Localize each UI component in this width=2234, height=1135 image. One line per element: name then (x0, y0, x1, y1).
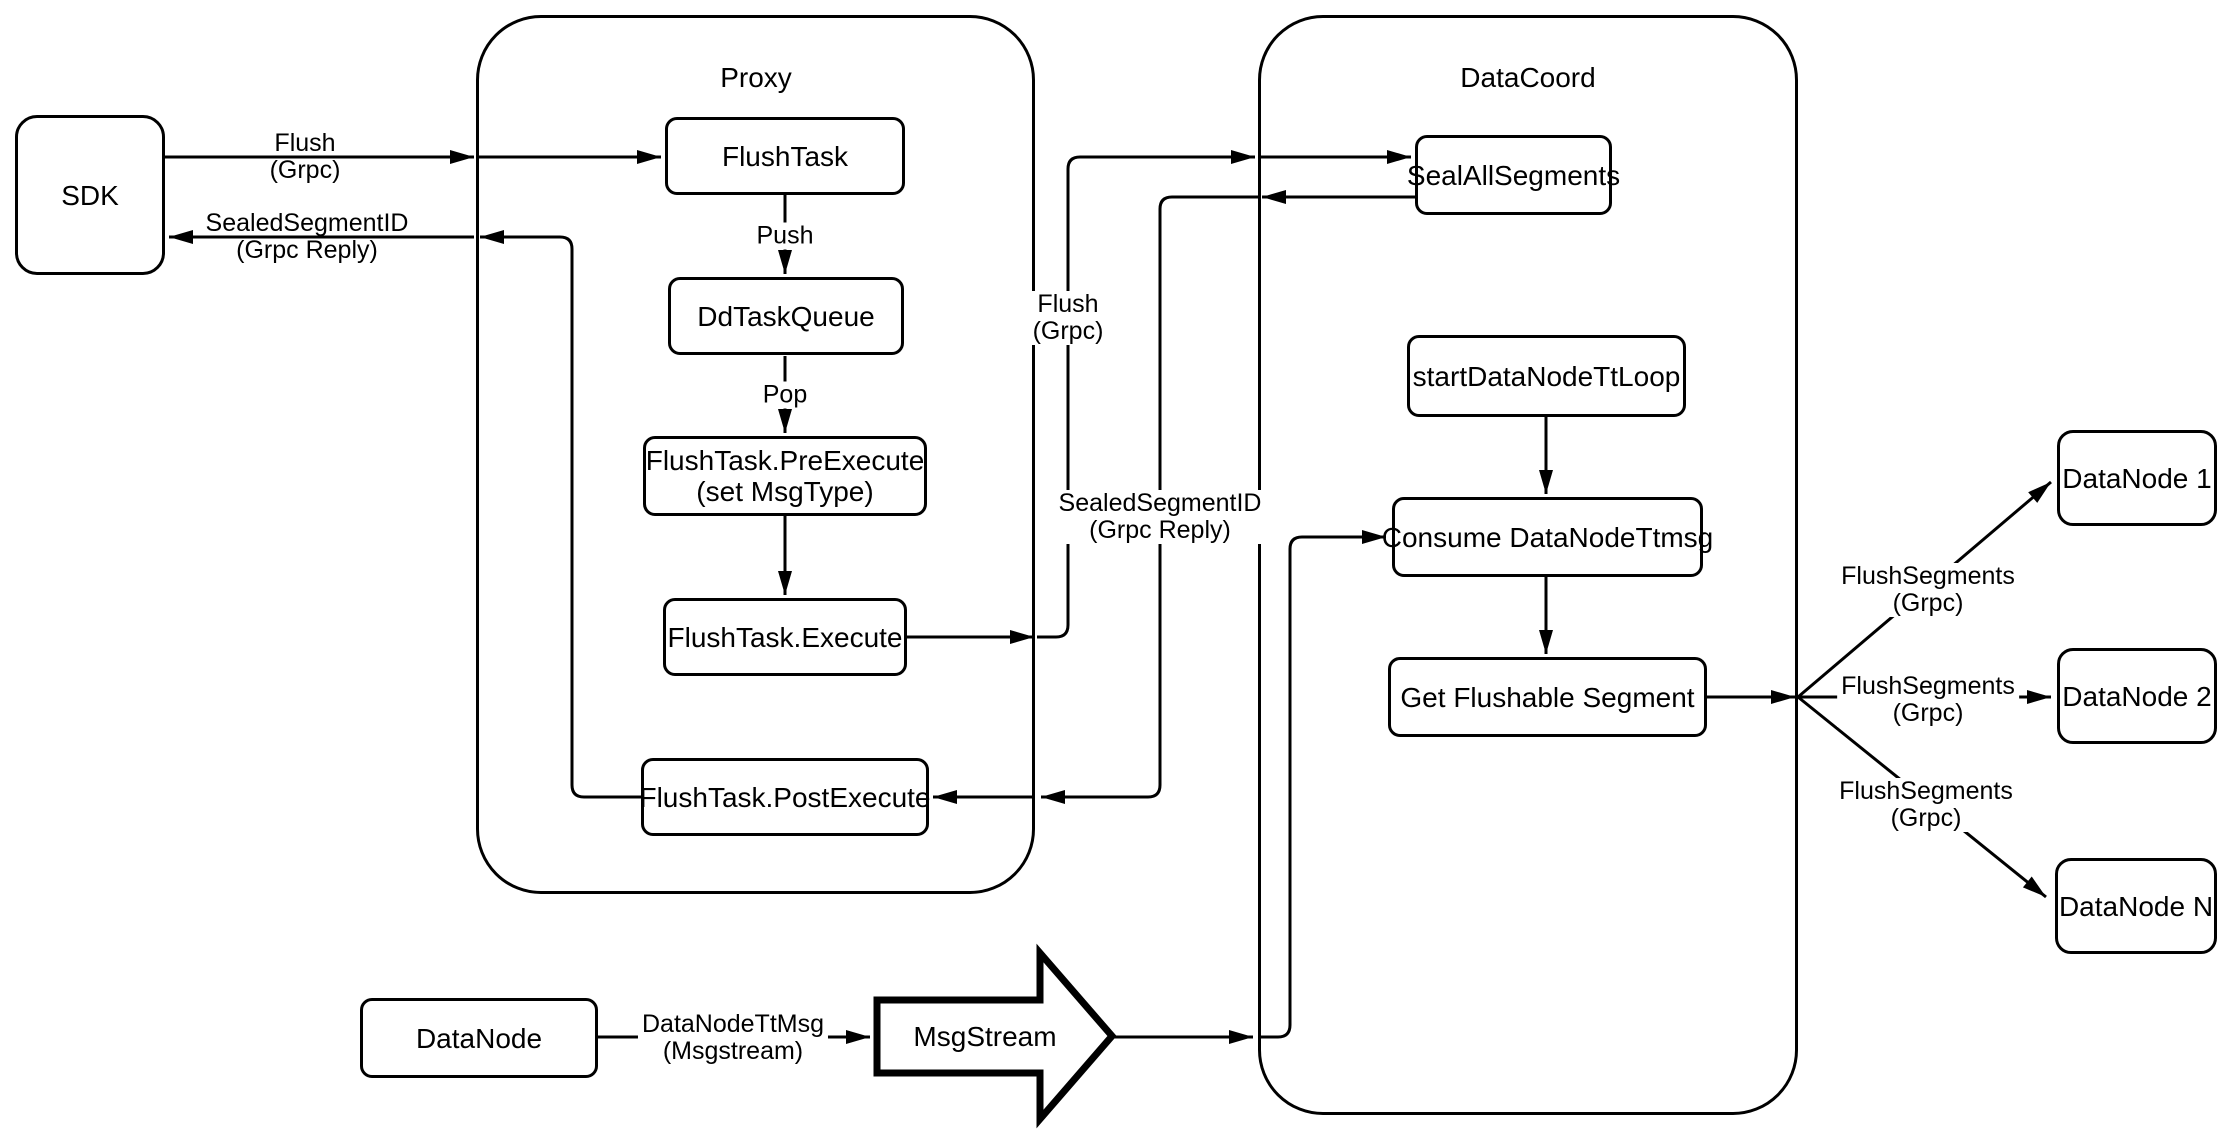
edge-label-flushsegments-2-line1: FlushSegments (1841, 672, 2015, 700)
node-sealallsegments: SealAllSegments (1407, 135, 1620, 215)
edge-msgstream-up-to-consume (1258, 530, 1386, 1039)
node-datanode2: DataNode 2 (2057, 648, 2217, 744)
node-datanode-label: DataNode (415, 1022, 543, 1054)
edge-label-sealedsegmentid-reply-line2: (Grpc Reply) (236, 236, 378, 264)
node-ddtaskqueue: DdTaskQueue (668, 277, 904, 355)
edge-label-datanodettmsg: DataNodeTtMsg (Msgstream) (637, 1010, 829, 1065)
edge-label-pop: Pop (758, 380, 812, 409)
edge-label-push: Push (752, 221, 818, 250)
node-flushtask-label: FlushTask (721, 140, 849, 172)
node-consumedatanodettmsg: Consume DataNodeTtmsg (1382, 497, 1713, 577)
node-datanode2-label: DataNode 2 (2062, 680, 2212, 712)
node-flushtask: FlushTask (665, 117, 905, 195)
edge-label-pop-text: Pop (762, 380, 808, 409)
edge-flush-up-to-datacoord (1037, 150, 1255, 639)
edge-label-flush-grpc-vertical-line2: (Grpc) (1032, 317, 1104, 345)
node-preexecute-line1: FlushTask.PreExecute (645, 445, 925, 476)
node-startdatanodettloop-label: startDataNodeTtLoop (1412, 360, 1681, 392)
edge-label-flush-grpc-vertical-line1: Flush (1037, 290, 1099, 318)
edge-label-flush-grpc: Flush (Grpc) (270, 130, 341, 184)
edge-label-flush-grpc-line1: Flush (274, 129, 336, 157)
node-datanode: DataNode (360, 998, 598, 1078)
node-consumedatanodettmsg-label: Consume DataNodeTtmsg (1381, 521, 1714, 553)
edge-label-datanodettmsg-line1: DataNodeTtMsg (641, 1010, 825, 1038)
node-getflushablesegment-label: Get Flushable Segment (1400, 681, 1695, 713)
node-getflushablesegment: Get Flushable Segment (1388, 657, 1707, 737)
edge-label-sealed-reply-vertical-line1: SealedSegmentID (1058, 489, 1262, 517)
edge-label-sealed-reply-vertical: SealedSegmentID (Grpc Reply) (1054, 489, 1266, 544)
node-startdatanodettloop: startDataNodeTtLoop (1407, 335, 1686, 417)
edge-label-flushsegments-2-line2: (Grpc) (1892, 699, 1964, 727)
node-datanoden-label: DataNode N (2058, 890, 2214, 922)
node-preexecute: FlushTask.PreExecute (set MsgType) (643, 436, 927, 516)
msgstream-block-arrow (873, 943, 1117, 1129)
edge-postexecute-to-proxy-border (480, 230, 641, 799)
node-datanode1-label: DataNode 1 (2062, 462, 2212, 494)
msgstream-label: MsgStream (913, 1021, 1057, 1052)
node-datanode1: DataNode 1 (2057, 430, 2217, 526)
edge-label-flushsegments-3: FlushSegments (Grpc) (1835, 778, 2017, 832)
edge-label-flushsegments-2: FlushSegments (Grpc) (1837, 673, 2019, 727)
node-execute-label: FlushTask.Execute (667, 621, 903, 653)
edge-label-sealedsegmentid-reply: SealedSegmentID (Grpc Reply) (206, 210, 409, 264)
node-sdk: SDK (15, 115, 165, 275)
edge-label-sealedsegmentid-reply-line1: SealedSegmentID (205, 209, 409, 237)
node-execute: FlushTask.Execute (663, 598, 907, 676)
edge-label-flush-grpc-line2: (Grpc) (269, 156, 341, 184)
edge-label-flushsegments-1-line1: FlushSegments (1841, 562, 2015, 590)
node-postexecute: FlushTask.PostExecute (639, 758, 931, 836)
edge-label-push-text: Push (756, 221, 814, 250)
node-postexecute-label: FlushTask.PostExecute (639, 781, 931, 813)
container-title-proxy: Proxy (720, 62, 792, 93)
edge-label-datanodettmsg-line2: (Msgstream) (662, 1037, 804, 1065)
container-title-datacoord: DataCoord (1460, 62, 1596, 93)
edge-label-flushsegments-1: FlushSegments (Grpc) (1837, 563, 2019, 617)
node-ddtaskqueue-label: DdTaskQueue (697, 300, 875, 332)
node-sealallsegments-label: SealAllSegments (1406, 159, 1621, 191)
edge-label-flushsegments-3-line1: FlushSegments (1839, 777, 2013, 805)
edge-label-sealed-reply-vertical-line2: (Grpc Reply) (1089, 516, 1231, 544)
node-datanoden: DataNode N (2055, 858, 2217, 954)
node-sdk-label: SDK (61, 179, 119, 211)
edge-label-flushsegments-1-line2: (Grpc) (1892, 589, 1964, 617)
edge-label-flush-grpc-vertical: Flush (Grpc) (1028, 290, 1108, 345)
edge-label-flushsegments-3-line2: (Grpc) (1890, 804, 1962, 832)
node-preexecute-line2: (set MsgType) (696, 476, 874, 507)
